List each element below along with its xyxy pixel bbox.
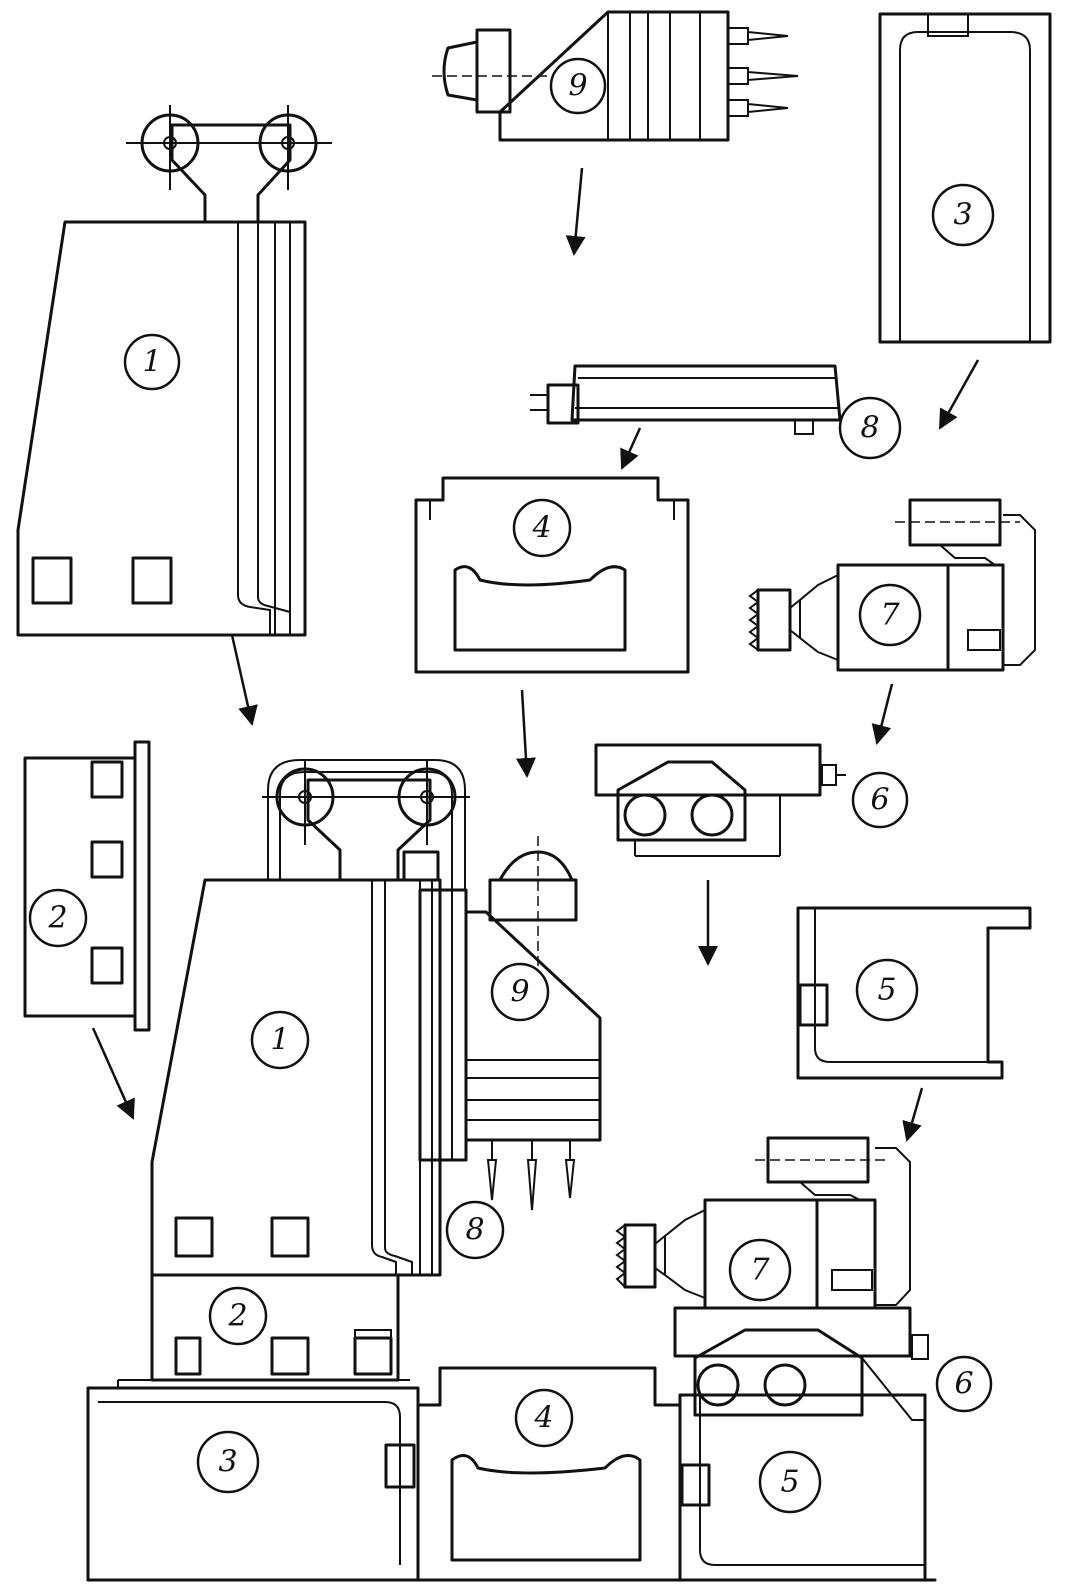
part-3-base-exploded [878, 12, 1052, 344]
assembly-spacer-2 [150, 1273, 400, 1382]
part-2-spacer-exploded [23, 740, 151, 1032]
assembly-slide-8 [418, 888, 468, 1162]
svg-text:3: 3 [218, 1445, 237, 1480]
part-6-cross-slide-exploded [594, 743, 846, 857]
part-4-intermediate-base-exploded [414, 476, 690, 674]
svg-text:4: 4 [531, 511, 551, 546]
svg-text:7: 7 [750, 1253, 770, 1288]
callout-5-assembly: 5 [758, 1450, 822, 1514]
assembly-side-support-5 [678, 1393, 927, 1582]
svg-text:2: 2 [47, 901, 67, 936]
callout-4-top: 4 [512, 498, 572, 558]
callout-9-top: 9 [549, 57, 607, 115]
svg-text:3: 3 [953, 198, 972, 233]
svg-text:9: 9 [568, 69, 587, 104]
callout-7-top: 7 [858, 583, 922, 647]
svg-text:6: 6 [954, 1367, 973, 1402]
assembly-arrows [91, 167, 980, 1142]
callout-3-assembly: 3 [196, 1430, 260, 1494]
callout-1-top: 1 [123, 333, 181, 391]
assembly-milling-head-7 [615, 1136, 911, 1310]
assembly-intermediate-base-4 [416, 1366, 682, 1582]
svg-text:1: 1 [142, 345, 161, 380]
svg-text:1: 1 [270, 1023, 289, 1058]
svg-text:6: 6 [870, 783, 889, 818]
callout-8-assembly: 8 [445, 1200, 505, 1260]
part-9-drilling-head-exploded [432, 10, 799, 142]
callout-2-top: 2 [28, 888, 88, 948]
part-5-side-support-exploded [796, 906, 1032, 1080]
callout-8-top: 8 [838, 396, 902, 460]
svg-text:5: 5 [877, 973, 896, 1008]
part-8-slide-unit-exploded [530, 364, 842, 435]
callout-5-top: 5 [855, 958, 919, 1022]
assembly-drilling-head-9 [464, 836, 602, 1211]
callout-6-top: 6 [851, 771, 909, 829]
svg-text:4: 4 [533, 1401, 553, 1436]
assembly-column-1 [150, 759, 470, 1277]
svg-text:9: 9 [510, 975, 529, 1010]
callout-9-assembly: 9 [490, 962, 550, 1022]
callout-2-assembly: 2 [208, 1286, 268, 1346]
callout-3-top: 3 [931, 183, 995, 247]
assembly-cross-slide-6 [673, 1306, 929, 1421]
svg-text:2: 2 [227, 1299, 247, 1334]
part-7-milling-head-exploded [748, 498, 1036, 672]
part-1-column-exploded [16, 105, 332, 637]
callout-4-assembly: 4 [514, 1388, 574, 1448]
svg-text:7: 7 [880, 598, 900, 633]
svg-text:8: 8 [465, 1213, 484, 1248]
svg-text:8: 8 [860, 411, 879, 446]
svg-text:5: 5 [780, 1465, 799, 1500]
callout-7-assembly: 7 [728, 1238, 792, 1302]
callout-1-assembly: 1 [250, 1010, 310, 1070]
callout-6-assembly: 6 [935, 1355, 993, 1413]
